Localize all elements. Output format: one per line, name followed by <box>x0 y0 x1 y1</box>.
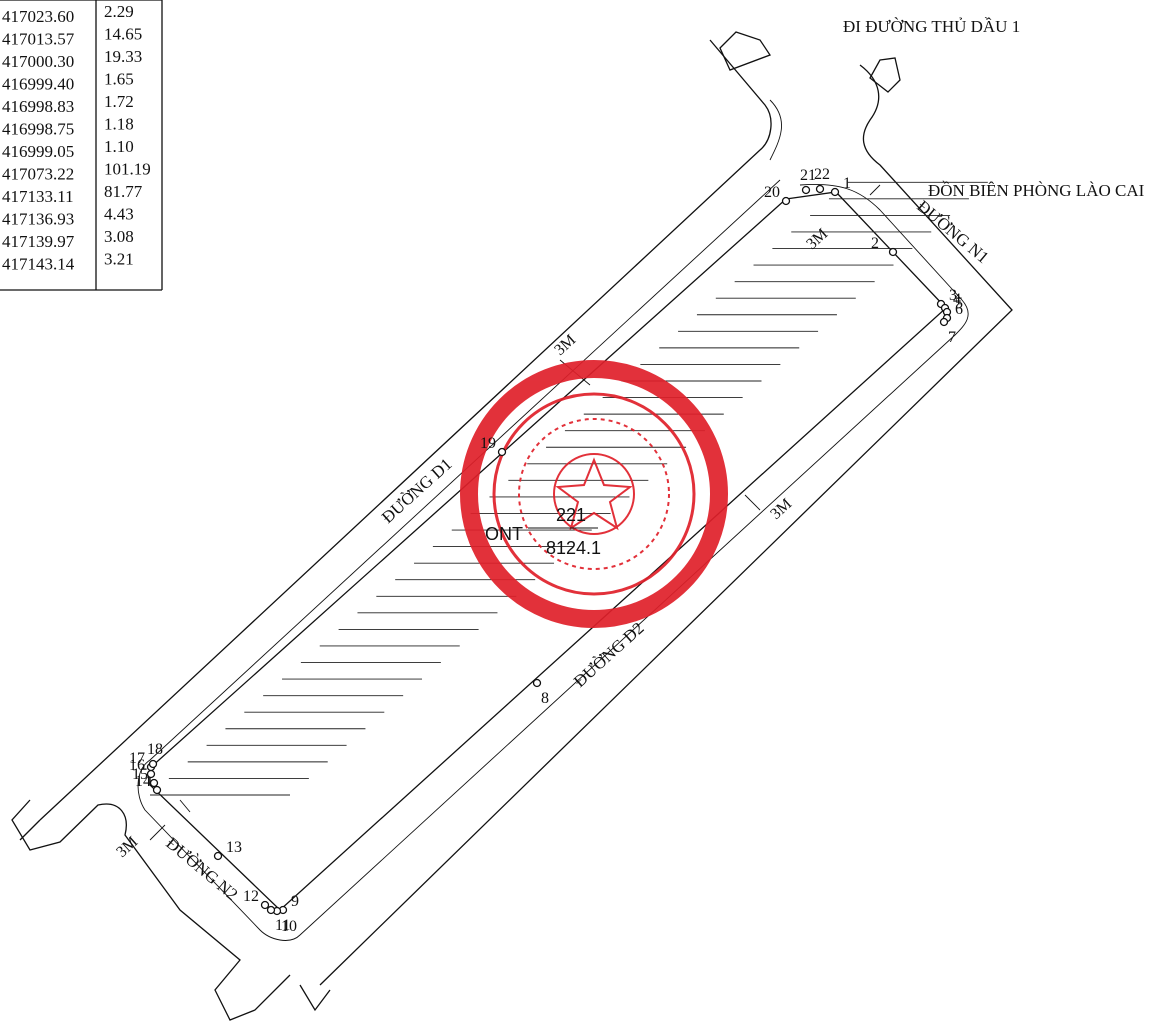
vertex-marker <box>146 769 156 779</box>
vertex-label: 14 <box>135 773 151 790</box>
land-type-label: ONT <box>485 524 523 544</box>
vertex-label: 2 <box>871 235 879 252</box>
table-cell-length: 2.29 <box>104 2 134 21</box>
parcel-area: 8124.1 <box>546 538 601 558</box>
vertex-marker <box>149 778 159 788</box>
table-cell-coord: 417139.97 <box>2 232 75 251</box>
vertex-label: 18 <box>147 741 163 758</box>
setback-label: 3M <box>767 495 795 523</box>
official-seal <box>460 360 728 628</box>
vertex-label: 6 <box>955 301 963 318</box>
vertex-label: 4 <box>953 291 961 308</box>
vertex-label: 5 <box>955 295 963 312</box>
table-cell-coord: 416998.83 <box>2 97 74 116</box>
vertex-marker <box>830 187 840 197</box>
top-road-label: ĐI ĐƯỜNG THỦ DẦU 1 <box>843 17 1020 36</box>
table-cell-length: 3.08 <box>104 227 134 246</box>
vertex-label: 3 <box>949 287 957 304</box>
table-cell-length: 3.21 <box>104 250 134 269</box>
table-cell-coord: 416998.75 <box>2 120 74 139</box>
vertex-marker <box>781 196 791 206</box>
vertex-label: 12 <box>243 888 259 905</box>
vertex-marker <box>497 447 507 457</box>
vertex-label: 9 <box>291 893 299 910</box>
vertex-label: 20 <box>764 184 780 201</box>
vertex-label: 1 <box>843 175 851 192</box>
table-cell-coord: 416999.40 <box>2 75 74 94</box>
vertex-label: 19 <box>480 435 496 452</box>
table-cell-coord: 417143.14 <box>2 255 75 274</box>
table-cell-coord: 416999.05 <box>2 142 74 161</box>
parcel-number: 221 <box>556 505 586 525</box>
vertex-marker <box>213 851 223 861</box>
vertex-label: 10 <box>281 918 297 935</box>
road-network <box>11 31 1013 1021</box>
vertex-marker <box>801 185 811 195</box>
border-post-label: ĐỒN BIÊN PHÒNG LÀO CAI <box>928 181 1145 200</box>
table-cell-coord: 417023.60 <box>2 7 74 26</box>
vertex-label: 7 <box>948 329 956 346</box>
vertex-marker <box>939 317 949 327</box>
table-cell-coord: 417073.22 <box>2 165 74 184</box>
table-cell-coord: 417000.30 <box>2 52 74 71</box>
table-cell-coord: 417013.57 <box>2 30 75 49</box>
vertex-label: 11 <box>275 917 290 934</box>
table-cell-length: 1.65 <box>104 70 134 89</box>
table-cell-coord: 417133.11 <box>2 187 74 206</box>
vertex-marker <box>815 184 825 194</box>
vertex-marker <box>152 785 162 795</box>
table-cell-length: 1.18 <box>104 115 134 134</box>
road-d1-label: ĐƯỜNG D1 <box>378 454 456 527</box>
table-cell-coord: 417136.93 <box>2 210 74 229</box>
table-cell-length: 81.77 <box>104 182 143 201</box>
setback-label: 3M <box>551 331 579 359</box>
table-cell-length: 1.10 <box>104 137 134 156</box>
vertex-label: 13 <box>226 839 242 856</box>
road-d2-label: ĐƯỜNG D2 <box>570 618 648 691</box>
vertex-marker <box>266 905 276 915</box>
vertex-marker <box>532 678 542 688</box>
coordinate-table: 417023.60 2.29 417013.57 14.65 417000.30 19.3… <box>0 0 163 291</box>
table-cell-length: 14.65 <box>104 25 142 44</box>
parcel-boundary <box>137 179 969 941</box>
vertex-marker <box>148 759 158 769</box>
parcel-hatching <box>150 181 988 796</box>
table-cell-length: 101.19 <box>104 160 151 179</box>
table-cell-length: 1.72 <box>104 92 134 111</box>
table-cell-length: 19.33 <box>104 47 142 66</box>
vertex-marker <box>260 900 270 910</box>
vertex-label: 16 <box>129 757 145 774</box>
setback-label: 3M <box>113 833 141 861</box>
vertex-label: 21 <box>800 167 816 184</box>
vertex-label: 8 <box>541 690 549 707</box>
vertex-marker <box>888 247 898 257</box>
vertex-label: 15 <box>132 766 148 783</box>
table-cell-length: 4.43 <box>104 205 134 224</box>
vertex-label: 22 <box>814 166 830 183</box>
vertex-label: 17 <box>129 750 145 767</box>
